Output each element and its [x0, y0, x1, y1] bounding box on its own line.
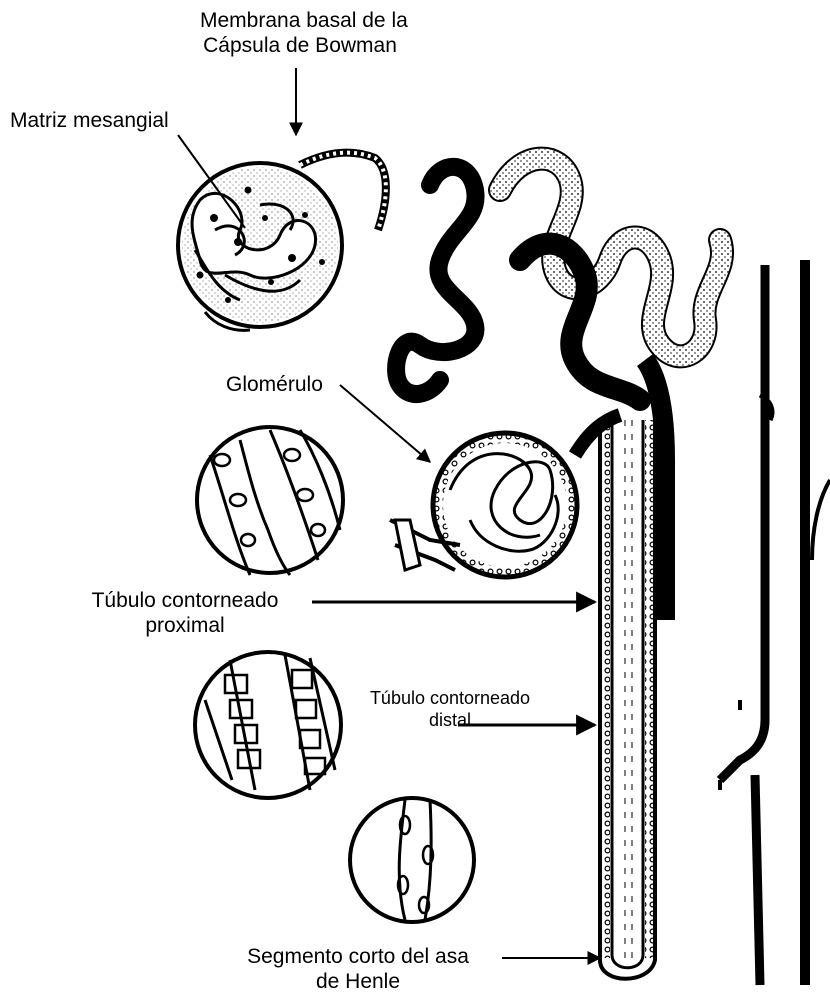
membrana-label-line1: Membrana basal de la [200, 8, 400, 33]
convoluted-tubules [396, 159, 722, 400]
glomerulus [390, 415, 620, 577]
henle-label-line1: Segmento corto del asa [218, 944, 498, 969]
henle-label-line2: de Henle [218, 969, 498, 994]
distal-detail-circle [195, 652, 341, 798]
proximal-detail-circle [197, 427, 343, 575]
proximal-label: Túbulo contorneado proximal [60, 588, 310, 638]
collecting-ducts [720, 260, 830, 985]
matriz-label: Matriz mesangial [10, 108, 169, 133]
distal-label-line1: Túbulo contorneado [350, 687, 550, 709]
henle-label: Segmento corto del asa de Henle [218, 944, 498, 994]
loop-of-henle [600, 360, 665, 979]
distal-label-line2: distal [350, 709, 550, 731]
proximal-label-line1: Túbulo contorneado [60, 588, 310, 613]
henle-detail-circle [350, 798, 474, 922]
distal-label: Túbulo contorneado distal [350, 687, 550, 731]
membrana-label: Membrana basal de la Cápsula de Bowman [200, 8, 400, 58]
membrana-label-line2: Cápsula de Bowman [200, 33, 400, 58]
glomerulo-label: Glomérulo [226, 372, 323, 397]
proximal-label-line2: proximal [60, 613, 310, 638]
